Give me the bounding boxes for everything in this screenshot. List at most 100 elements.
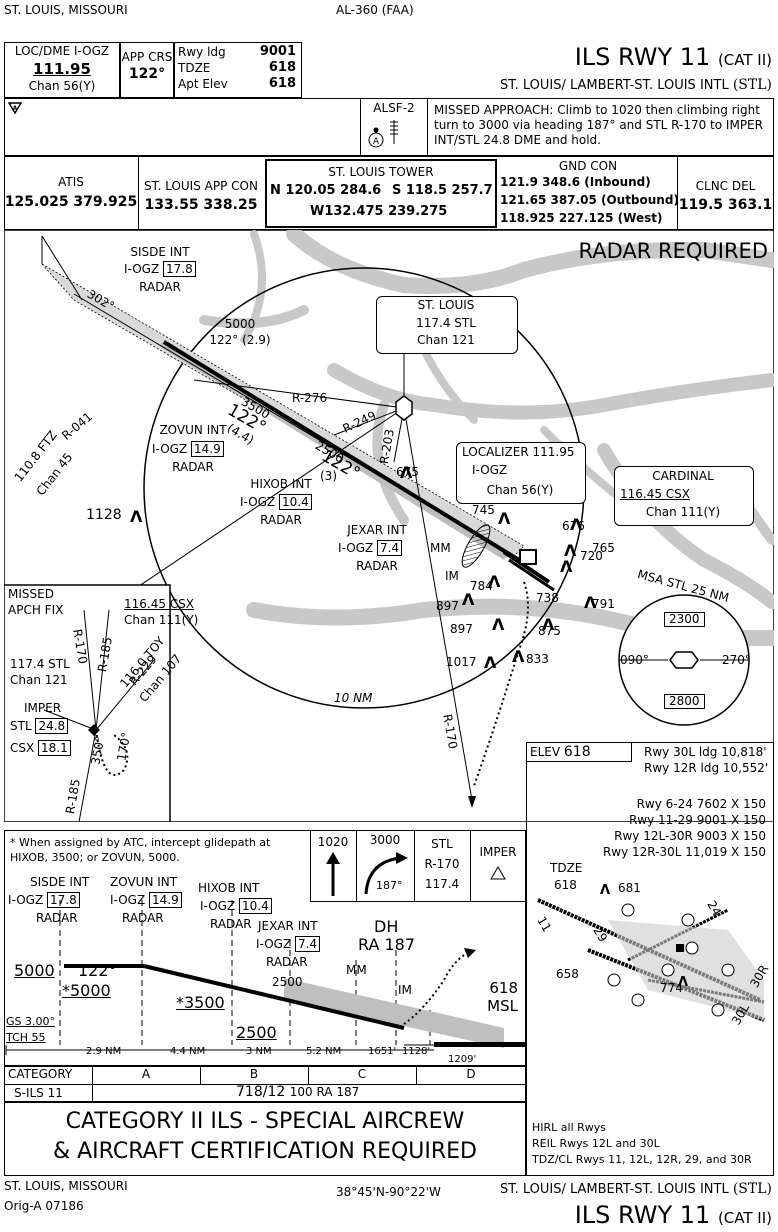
gnd-freq-1: 121.9 348.6 (Inbound) bbox=[500, 175, 651, 189]
airport-name: ST. LOUIS/ LAMBERT-ST. LOUIS INTL (STL) bbox=[499, 77, 772, 93]
profile-alt-5000: 5000 bbox=[14, 961, 55, 980]
elev-833: 833 bbox=[526, 652, 549, 666]
tower-box bbox=[265, 159, 497, 228]
notice-line-1: CATEGORY II ILS - SPECIAL AIRCREW bbox=[65, 1109, 465, 1134]
elev-1017: 1017 bbox=[446, 655, 477, 669]
clnc-freq: 119.5 363.1 bbox=[678, 197, 773, 213]
tower-n: N 120.05 284.6 bbox=[270, 183, 382, 198]
airport-layout: Λ Λ bbox=[537, 883, 765, 1022]
atis-label: ATIS bbox=[58, 175, 84, 189]
missed-icons-box bbox=[310, 830, 526, 902]
svg-text:Λ: Λ bbox=[484, 653, 497, 672]
elev-1128: 1128 bbox=[86, 507, 122, 523]
diagram-tdze: 618 bbox=[554, 878, 577, 892]
cat-c: C bbox=[357, 1067, 367, 1081]
icon-r170: R-170 bbox=[424, 857, 460, 871]
jexar-radar: RADAR bbox=[356, 559, 398, 573]
cardinal-box bbox=[614, 466, 754, 526]
msa-270: 270° bbox=[722, 653, 751, 667]
profile-jexar-dme: I-OGZ 7.4 bbox=[256, 936, 321, 952]
rwy-12l-30r: Rwy 12L-30R 9003 X 150 bbox=[614, 829, 766, 843]
icon-alt-3000: 3000 bbox=[369, 833, 401, 847]
chart-id: AL-360 (FAA) bbox=[336, 3, 414, 17]
svg-text:Λ: Λ bbox=[584, 593, 597, 612]
svg-text:Λ: Λ bbox=[678, 975, 688, 990]
plan-d3: (3) bbox=[320, 469, 337, 483]
imper-csx: CSX 18.1 bbox=[10, 740, 71, 756]
notice-line-2: & AIRCRAFT CERTIFICATION REQUIRED bbox=[52, 1139, 477, 1164]
icon-alt-1020: 1020 bbox=[317, 835, 349, 849]
non-standard-alternate-icon: A bbox=[8, 102, 22, 114]
jexar-dme: I-OGZ 7.4 bbox=[338, 540, 403, 556]
svg-text:Λ: Λ bbox=[462, 590, 475, 609]
rwy-6-24: Rwy 6-24 7602 X 150 bbox=[636, 797, 766, 811]
profile-msl: MSL bbox=[487, 997, 518, 1015]
app-con-freq: 133.55 338.25 bbox=[144, 197, 258, 213]
zovun-dme: I-OGZ 14.9 bbox=[152, 441, 224, 457]
msa-2300: 2300 bbox=[664, 612, 705, 628]
diagram-elev: ELEV 618 bbox=[530, 744, 591, 760]
gnd-freq-2: 121.65 387.05 (Outbound) bbox=[500, 193, 679, 207]
localizer-id: I-OGZ bbox=[472, 463, 508, 477]
r-170 bbox=[403, 407, 473, 801]
profile-tch: TCH 55 bbox=[6, 1031, 46, 1044]
mapf-title-2: APCH FIX bbox=[8, 603, 64, 617]
holding-fix-icon bbox=[490, 866, 506, 880]
radar-required: RADAR REQUIRED bbox=[578, 239, 768, 263]
obstacle-symbols: ΛΛΛ ΛΛΛ ΛΛΛ ΛΛΛ Λ bbox=[130, 463, 597, 672]
diagram-774: 774 bbox=[660, 981, 683, 995]
minima-value: 718/12 100 RA 187 bbox=[236, 1084, 360, 1100]
footer-coords: 38°45'N-90°22'W bbox=[336, 1185, 441, 1199]
stl-vor-freq: 117.4 STL bbox=[416, 316, 476, 330]
localizer-box bbox=[456, 442, 586, 504]
elev-875: 875 bbox=[538, 624, 561, 638]
mapf-title-1: MISSED bbox=[8, 587, 54, 601]
ldg-12r: Rwy 12R ldg 10,552' bbox=[644, 761, 769, 775]
profile-hixob: HIXOB INT bbox=[198, 881, 260, 895]
profile-star-3500: *3500 bbox=[176, 993, 225, 1012]
profile-alt-2500: 2500 bbox=[272, 975, 303, 989]
svg-text:Λ: Λ bbox=[512, 647, 525, 666]
elev-897b: 897 bbox=[450, 622, 473, 636]
app-con-label: ST. LOUIS APP CON bbox=[144, 179, 258, 193]
localizer-symbol bbox=[461, 524, 491, 568]
profile-msl-alt: 618 bbox=[489, 979, 518, 997]
svg-text:Λ: Λ bbox=[488, 572, 501, 591]
profile-hixob-dme: I-OGZ 10.4 bbox=[200, 898, 272, 914]
localizer-freq: LOCALIZER 111.95 bbox=[462, 445, 575, 459]
alsf-box bbox=[360, 98, 428, 156]
cat-b: B bbox=[249, 1067, 259, 1081]
alsf-label: ALSF-2 bbox=[373, 101, 415, 115]
marker-mm: MM bbox=[430, 541, 451, 555]
svg-text:A: A bbox=[373, 137, 380, 147]
ring-label: 10 NM bbox=[334, 691, 373, 705]
right-turn-icon bbox=[364, 852, 408, 895]
app-crs-label: APP CRS bbox=[121, 50, 173, 64]
seg-5: 1651' bbox=[368, 1046, 397, 1057]
loc-label: LOC/DME I-OGZ bbox=[14, 44, 110, 58]
tdze-value: 618 bbox=[268, 60, 296, 75]
profile-jexar-radar: RADAR bbox=[266, 955, 308, 969]
marker-im: IM bbox=[445, 569, 459, 583]
diagram-tdze-label: TDZE bbox=[550, 861, 583, 875]
tdze-label: TDZE bbox=[178, 61, 211, 75]
profile-note: * When assigned by ATC, intercept glidep… bbox=[10, 836, 271, 864]
icon-imper: IMPER bbox=[479, 845, 517, 859]
atis-freq: 125.025 379.925 bbox=[4, 194, 138, 210]
elev-791: 791 bbox=[592, 597, 615, 611]
missed-approach-text: MISSED APPROACH: Climb to 1020 then clim… bbox=[434, 103, 763, 147]
icon-stl: STL bbox=[431, 837, 453, 851]
apt-elev-label: Apt Elev bbox=[178, 77, 228, 91]
mapf-csx-chan: Chan 111(Y) bbox=[124, 613, 199, 627]
profile-drawing bbox=[5, 900, 526, 1055]
elev-745: 745 bbox=[472, 503, 495, 517]
seg-1: 2.9 NM bbox=[86, 1046, 122, 1057]
svg-text:Λ: Λ bbox=[130, 507, 143, 526]
profile-zovun-radar: RADAR bbox=[122, 911, 164, 925]
elev-675: 675 bbox=[396, 465, 419, 479]
rwy-ldg-label: Rwy ldg bbox=[178, 45, 226, 59]
profile-ra: RA 187 bbox=[358, 935, 416, 954]
loc-freq: 111.95 bbox=[33, 60, 91, 78]
icon-hdg-187: 187° bbox=[376, 879, 403, 892]
profile-im: IM bbox=[398, 983, 412, 997]
